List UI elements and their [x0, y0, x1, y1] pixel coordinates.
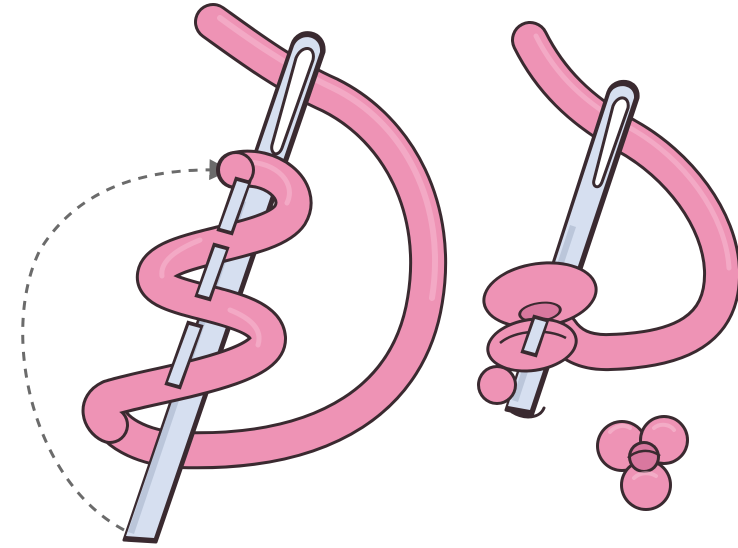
french-knot-icon — [596, 415, 689, 511]
step-2-pull-through — [477, 36, 729, 417]
step-1-wrap-thread — [23, 18, 435, 542]
